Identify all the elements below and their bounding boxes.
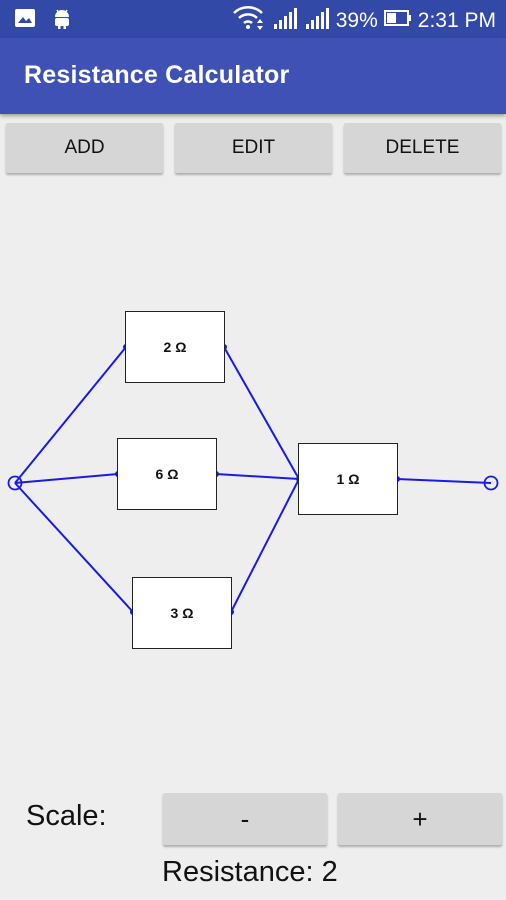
status-bar: 39% 2:31 PM: [0, 0, 506, 38]
scale-label: Scale:: [26, 800, 107, 832]
app-title: Resistance Calculator: [24, 61, 290, 89]
resistor-label: 3 Ω: [170, 605, 194, 621]
scale-minus-button[interactable]: -: [163, 793, 327, 845]
wire: [223, 346, 300, 480]
resistor-label: 2 Ω: [163, 339, 187, 355]
wire: [14, 482, 134, 613]
resistor-label: 1 Ω: [336, 471, 360, 487]
resistor-box[interactable]: 2 Ω: [125, 311, 225, 383]
android-icon: [52, 8, 72, 35]
wire: [14, 346, 127, 484]
resistor-box[interactable]: 6 Ω: [117, 438, 217, 510]
signal-icon: [272, 6, 298, 36]
delete-button[interactable]: DELETE: [344, 123, 501, 173]
signal-icon: [304, 6, 330, 36]
battery-percent: 39%: [335, 9, 378, 32]
wire: [396, 478, 492, 484]
wires: [14, 346, 492, 613]
scale-plus-button[interactable]: +: [338, 793, 502, 845]
output-terminal[interactable]: [483, 475, 499, 491]
wire: [230, 478, 300, 613]
clock: 2:31 PM: [417, 9, 496, 32]
battery-icon: [383, 9, 412, 33]
resistor-label: 6 Ω: [155, 466, 179, 482]
wire: [14, 473, 119, 484]
image-icon: [14, 8, 36, 35]
resistor-box[interactable]: 3 Ω: [132, 577, 232, 649]
add-button[interactable]: ADD: [6, 123, 163, 173]
resistance-result: Resistance: 2: [162, 856, 338, 888]
wire: [215, 473, 300, 480]
edit-button[interactable]: EDIT: [175, 123, 332, 173]
app-bar: Resistance Calculator: [0, 38, 506, 114]
resistor-box[interactable]: 1 Ω: [298, 443, 398, 515]
input-terminal[interactable]: [7, 475, 23, 491]
wifi-icon: [232, 5, 266, 37]
